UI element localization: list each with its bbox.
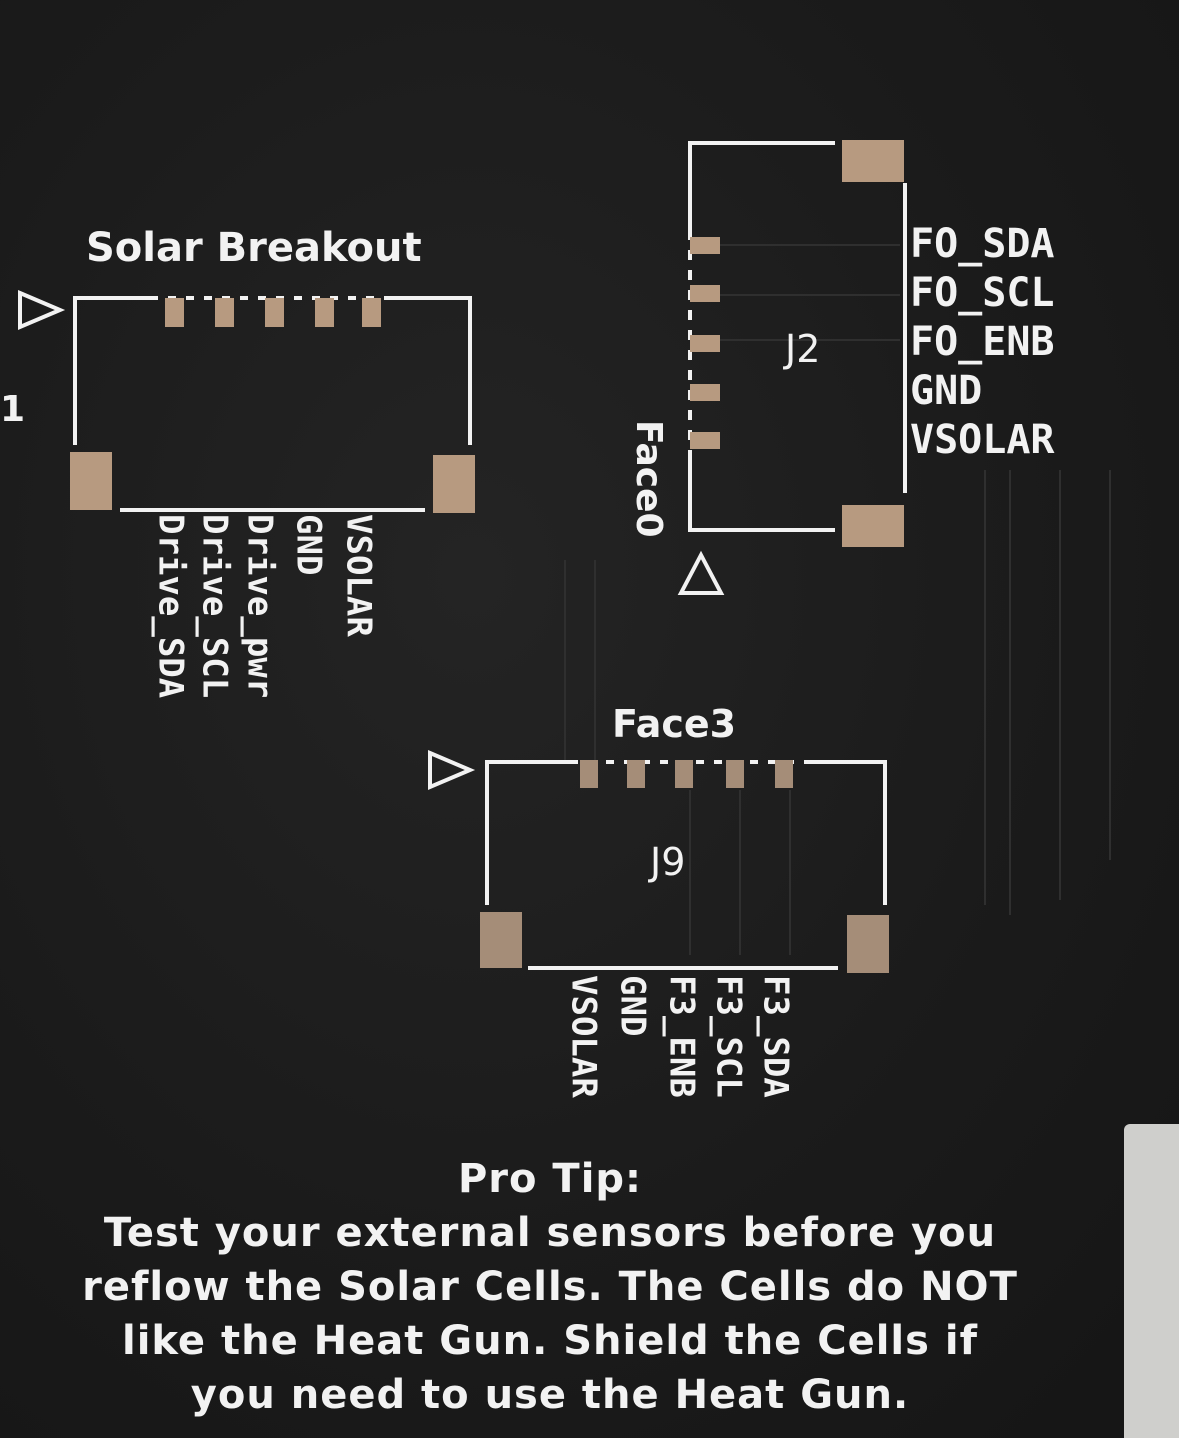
j9-pin1-triangle-icon [428,749,476,791]
pin-label-fo-scl: FO_SCL [910,270,1055,316]
j2-outline [688,141,907,532]
pin-label-drive-sda: Drive_SDA [150,514,191,699]
copper-traces [564,244,1111,955]
solar-breakout-ref: 1 [0,389,26,430]
j2-ref: J2 [785,327,821,371]
pin-label-vsolar: VSOLAR [563,975,604,1098]
pro-tip-line-4: you need to use the Heat Gun. [190,1372,910,1418]
pin-label-drive-pwr: Drive_pwr [239,514,280,699]
pin-label-gnd: GND [910,368,983,414]
j2-pin1-triangle-icon [677,550,725,595]
pin-label-f3-sda: F3_SDA [755,975,796,1098]
j9-pads [480,760,889,973]
pro-tip-line-2: reflow the Solar Cells. The Cells do NOT [82,1264,1018,1310]
j9-outline [485,760,887,970]
pin1-triangle-icon [18,289,66,331]
j2-face-name: Face0 [628,420,669,538]
board-edge-tab [1124,1124,1179,1438]
pro-tip-line-3: like the Heat Gun. Shield the Cells if [121,1318,978,1364]
pin-label-gnd: GND [288,514,329,576]
pin-label-fo-sda: FO_SDA [910,221,1055,267]
pin-label-f3-enb: F3_ENB [661,975,702,1098]
pin-label-vsolar: VSOLAR [338,514,379,637]
solar-breakout-pads [70,298,475,513]
pin-label-gnd: GND [612,975,653,1037]
solar-breakout-outline [73,296,472,512]
pro-tip: Pro Tip: Test your external sensors befo… [20,1152,1080,1422]
pro-tip-heading: Pro Tip: [457,1156,643,1202]
j9-ref: J9 [650,840,686,884]
pin-label-fo-enb: FO_ENB [910,319,1055,365]
j2-pads [690,140,904,547]
pro-tip-line-1: Test your external sensors before you [103,1210,997,1256]
pin-label-drive-scl: Drive_SCL [194,514,235,699]
j9-face-name: Face3 [612,702,737,746]
pin-label-vsolar: VSOLAR [910,417,1055,463]
solar-breakout-title: Solar Breakout [86,225,422,271]
j2-pin-labels: FO_SDA FO_SCL FO_ENB GND VSOLAR [910,220,1055,465]
pin-label-f3-scl: F3_SCL [708,975,749,1098]
